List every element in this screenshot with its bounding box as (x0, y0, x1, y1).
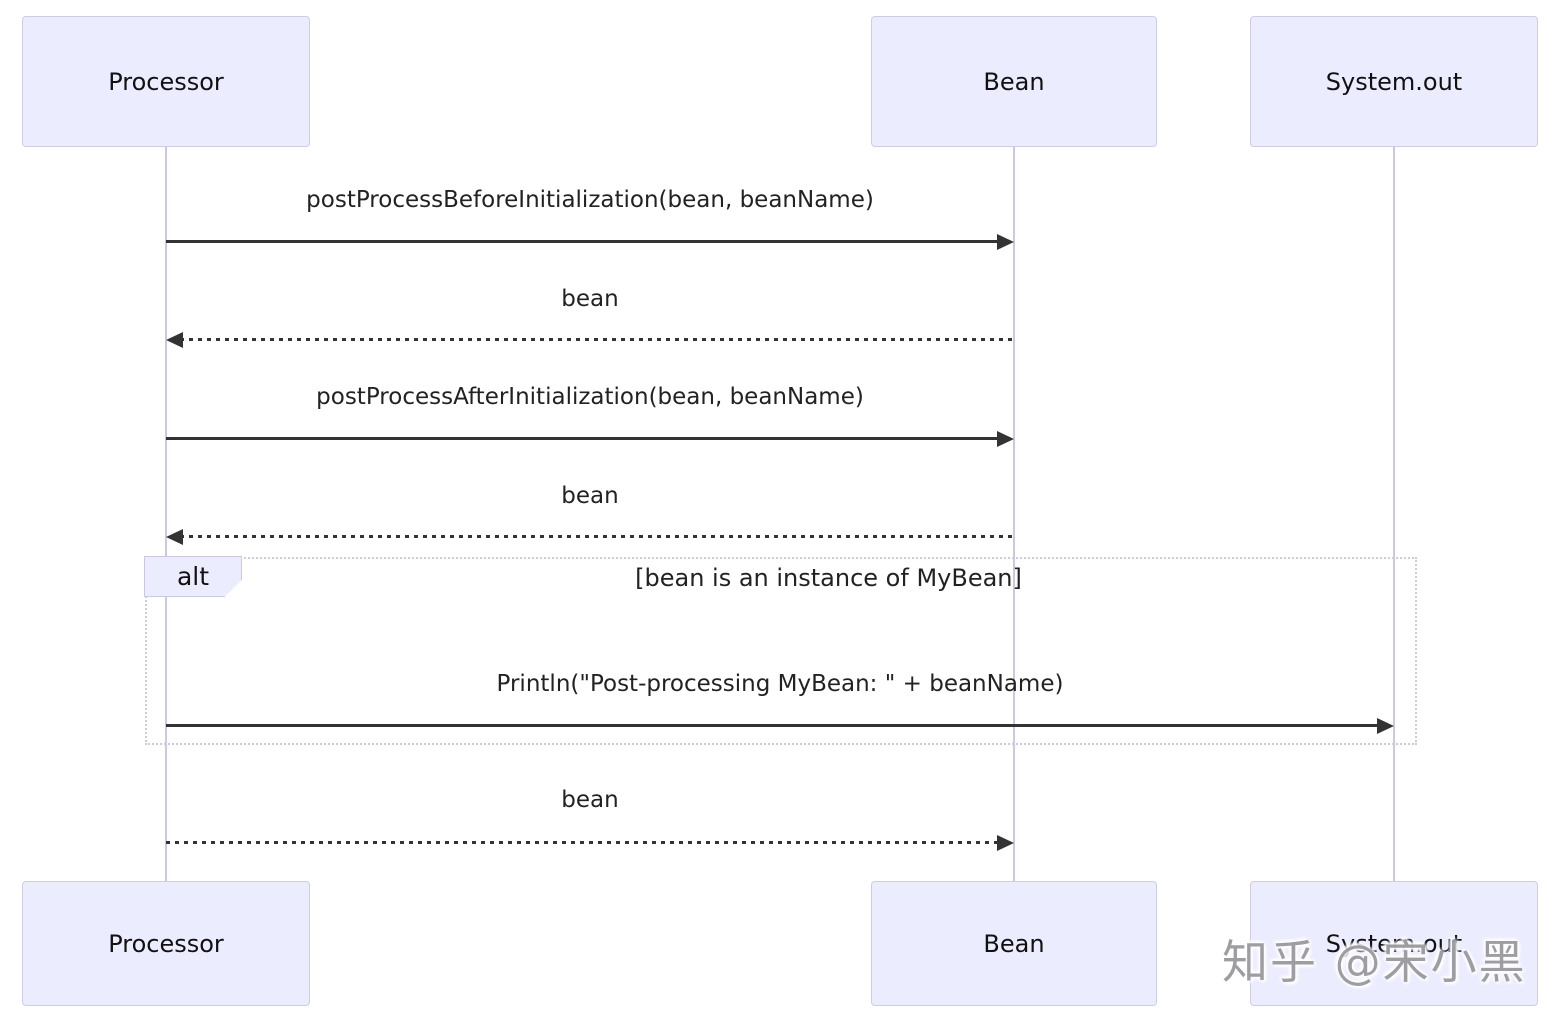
actor-system-out-bottom: System.out (1250, 881, 1538, 1006)
arrow-line (166, 724, 1380, 727)
arrowhead-right-icon (1377, 717, 1394, 734)
arrowhead-left-icon (166, 528, 183, 545)
message-label-postprocess-before: postProcessBeforeInitialization(bean, be… (306, 187, 874, 213)
message-label-println: Println("Post-processing MyBean: " + bea… (496, 671, 1064, 697)
lifeline-system-out (1393, 147, 1395, 881)
arrowhead-right-icon (997, 233, 1014, 250)
message-arrow-return-bean-3 (166, 833, 1014, 853)
arrowhead-left-icon (166, 331, 183, 348)
message-label-return-bean-2: bean (561, 483, 619, 509)
actor-processor-top: Processor (22, 16, 310, 147)
lifeline-processor (165, 147, 167, 881)
actor-label: Bean (983, 929, 1045, 958)
actor-bean-bottom: Bean (871, 881, 1157, 1006)
actor-bean-top: Bean (871, 16, 1157, 147)
alt-fragment-label: alt (144, 556, 242, 597)
actor-label: System.out (1325, 929, 1463, 958)
message-arrow-postprocess-before (166, 232, 1014, 252)
lifeline-bean (1013, 147, 1015, 881)
arrow-line (166, 437, 1000, 440)
arrow-line (180, 535, 1014, 538)
actor-label: Bean (983, 67, 1045, 96)
arrow-line (180, 338, 1014, 341)
alt-fragment-condition: [bean is an instance of MyBean] (635, 564, 1022, 592)
message-label-postprocess-after: postProcessAfterInitialization(bean, bea… (316, 384, 864, 410)
alt-label-text: alt (176, 562, 210, 591)
message-label-return-bean-3: bean (561, 787, 619, 813)
message-arrow-postprocess-after (166, 429, 1014, 449)
message-arrow-println (166, 716, 1394, 736)
actor-label: System.out (1325, 67, 1463, 96)
actor-processor-bottom: Processor (22, 881, 310, 1006)
message-label-return-bean-1: bean (561, 286, 619, 312)
actor-system-out-top: System.out (1250, 16, 1538, 147)
arrow-line (166, 841, 1000, 844)
actor-label: Processor (108, 67, 224, 96)
alt-fragment-frame (145, 557, 1417, 745)
watermark: 知乎 @宋小黑 (1222, 935, 1527, 989)
message-arrow-return-bean-2 (166, 527, 1014, 547)
message-arrow-return-bean-1 (166, 330, 1014, 350)
arrowhead-right-icon (997, 834, 1014, 851)
arrow-line (166, 240, 1000, 243)
actor-label: Processor (108, 929, 224, 958)
arrowhead-right-icon (997, 430, 1014, 447)
